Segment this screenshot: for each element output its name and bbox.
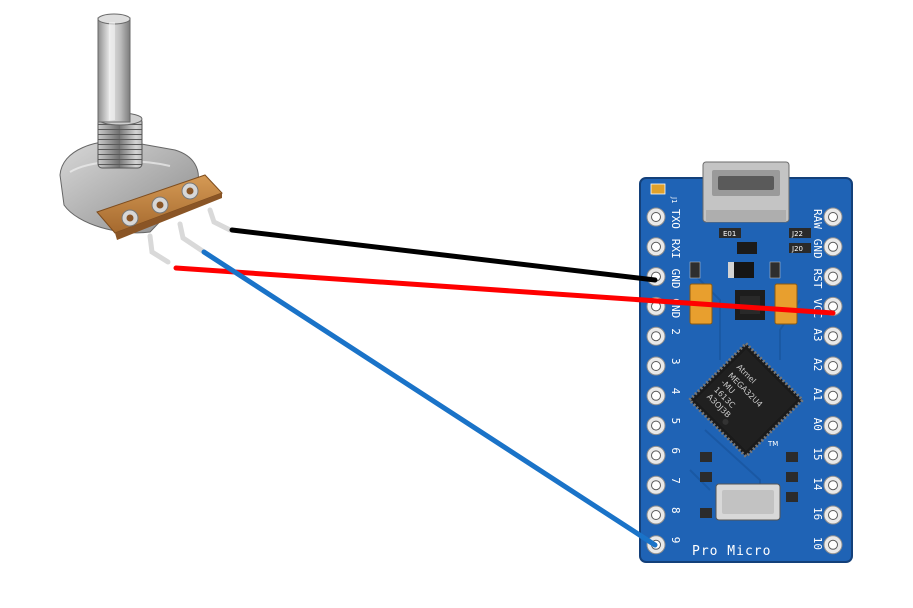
- potentiometer-pin-left: [147, 233, 171, 265]
- right-pin-label: A0: [811, 418, 824, 431]
- right-pin-hole: [828, 301, 838, 312]
- left-pin-label: 4: [669, 388, 682, 395]
- left-pin-label: RXI: [669, 239, 682, 259]
- wire-black: [229, 227, 658, 283]
- component-label-2: J22: [791, 230, 803, 238]
- left-pin-label: 7: [669, 477, 682, 484]
- left-pin-label: 2: [669, 328, 682, 335]
- component-label-1: E01: [723, 230, 736, 238]
- left-pin-label: TXO: [669, 209, 682, 229]
- left-pin-hole: [651, 212, 661, 222]
- pro-micro-board: J1 E01 J22 J20 A: [639, 161, 853, 563]
- left-pin-hole: [651, 390, 661, 401]
- right-pin-hole: [828, 241, 838, 252]
- left-pin-hole: [651, 241, 661, 252]
- crystal-oscillator: [715, 483, 781, 521]
- potentiometer-pin-right: [207, 207, 233, 233]
- right-pin-hole: [828, 331, 838, 342]
- right-pin-hole: [828, 510, 838, 520]
- left-pin-hole: [651, 420, 661, 431]
- microcontroller-chip: Atmel MEGA32U4 -MU 1613C A3OJ3B: [687, 341, 805, 459]
- usb-port: [702, 161, 790, 223]
- right-pin-hole: [828, 390, 838, 401]
- left-pin-hole: [651, 510, 661, 520]
- potentiometer-pins: [147, 207, 233, 265]
- potentiometer: [59, 13, 233, 265]
- potentiometer-pin-middle: [177, 221, 207, 255]
- right-pin-label: A1: [811, 388, 824, 401]
- right-pin-label: A3: [811, 328, 824, 341]
- right-pin-hole: [828, 539, 838, 550]
- left-pin-hole: [651, 480, 661, 491]
- wire-blue: [201, 249, 658, 548]
- right-pin-label: 16: [811, 507, 824, 520]
- right-pin-label: 15: [811, 447, 824, 460]
- header-label: J1: [670, 196, 678, 204]
- wire-red: [173, 265, 836, 316]
- right-pin-label: RST: [811, 269, 824, 289]
- lower-components: [700, 452, 798, 518]
- marking: TM: [767, 440, 778, 448]
- right-pin-hole: [828, 212, 838, 222]
- right-pin-label: RAW: [811, 209, 824, 229]
- right-pin-hole: [828, 420, 838, 431]
- right-pin-hole: [828, 450, 838, 461]
- left-pin-label: 9: [669, 537, 682, 544]
- left-pin-hole: [651, 331, 661, 342]
- left-pin-label: 6: [669, 447, 682, 454]
- right-pin-hole: [828, 480, 838, 491]
- wires: [173, 227, 836, 548]
- left-pin-hole: [651, 450, 661, 461]
- right-pin-label: A2: [811, 358, 824, 371]
- right-pin-label: 14: [811, 477, 824, 491]
- right-pin-label: 10: [811, 537, 824, 550]
- right-pin-label: VCC: [811, 298, 824, 318]
- left-pin-label: 3: [669, 358, 682, 365]
- right-pin-hole: [828, 361, 838, 371]
- right-pin-label: GND: [811, 239, 824, 259]
- left-pin-label: 5: [669, 418, 682, 425]
- left-pin-label: GND: [669, 269, 682, 289]
- board-title: Pro Micro: [692, 544, 771, 559]
- right-pin-hole: [828, 271, 838, 282]
- potentiometer-rivets: [121, 182, 199, 227]
- left-pin-hole: [651, 361, 661, 371]
- left-pin-label: 8: [669, 507, 682, 514]
- component-label-3: J20: [791, 245, 803, 253]
